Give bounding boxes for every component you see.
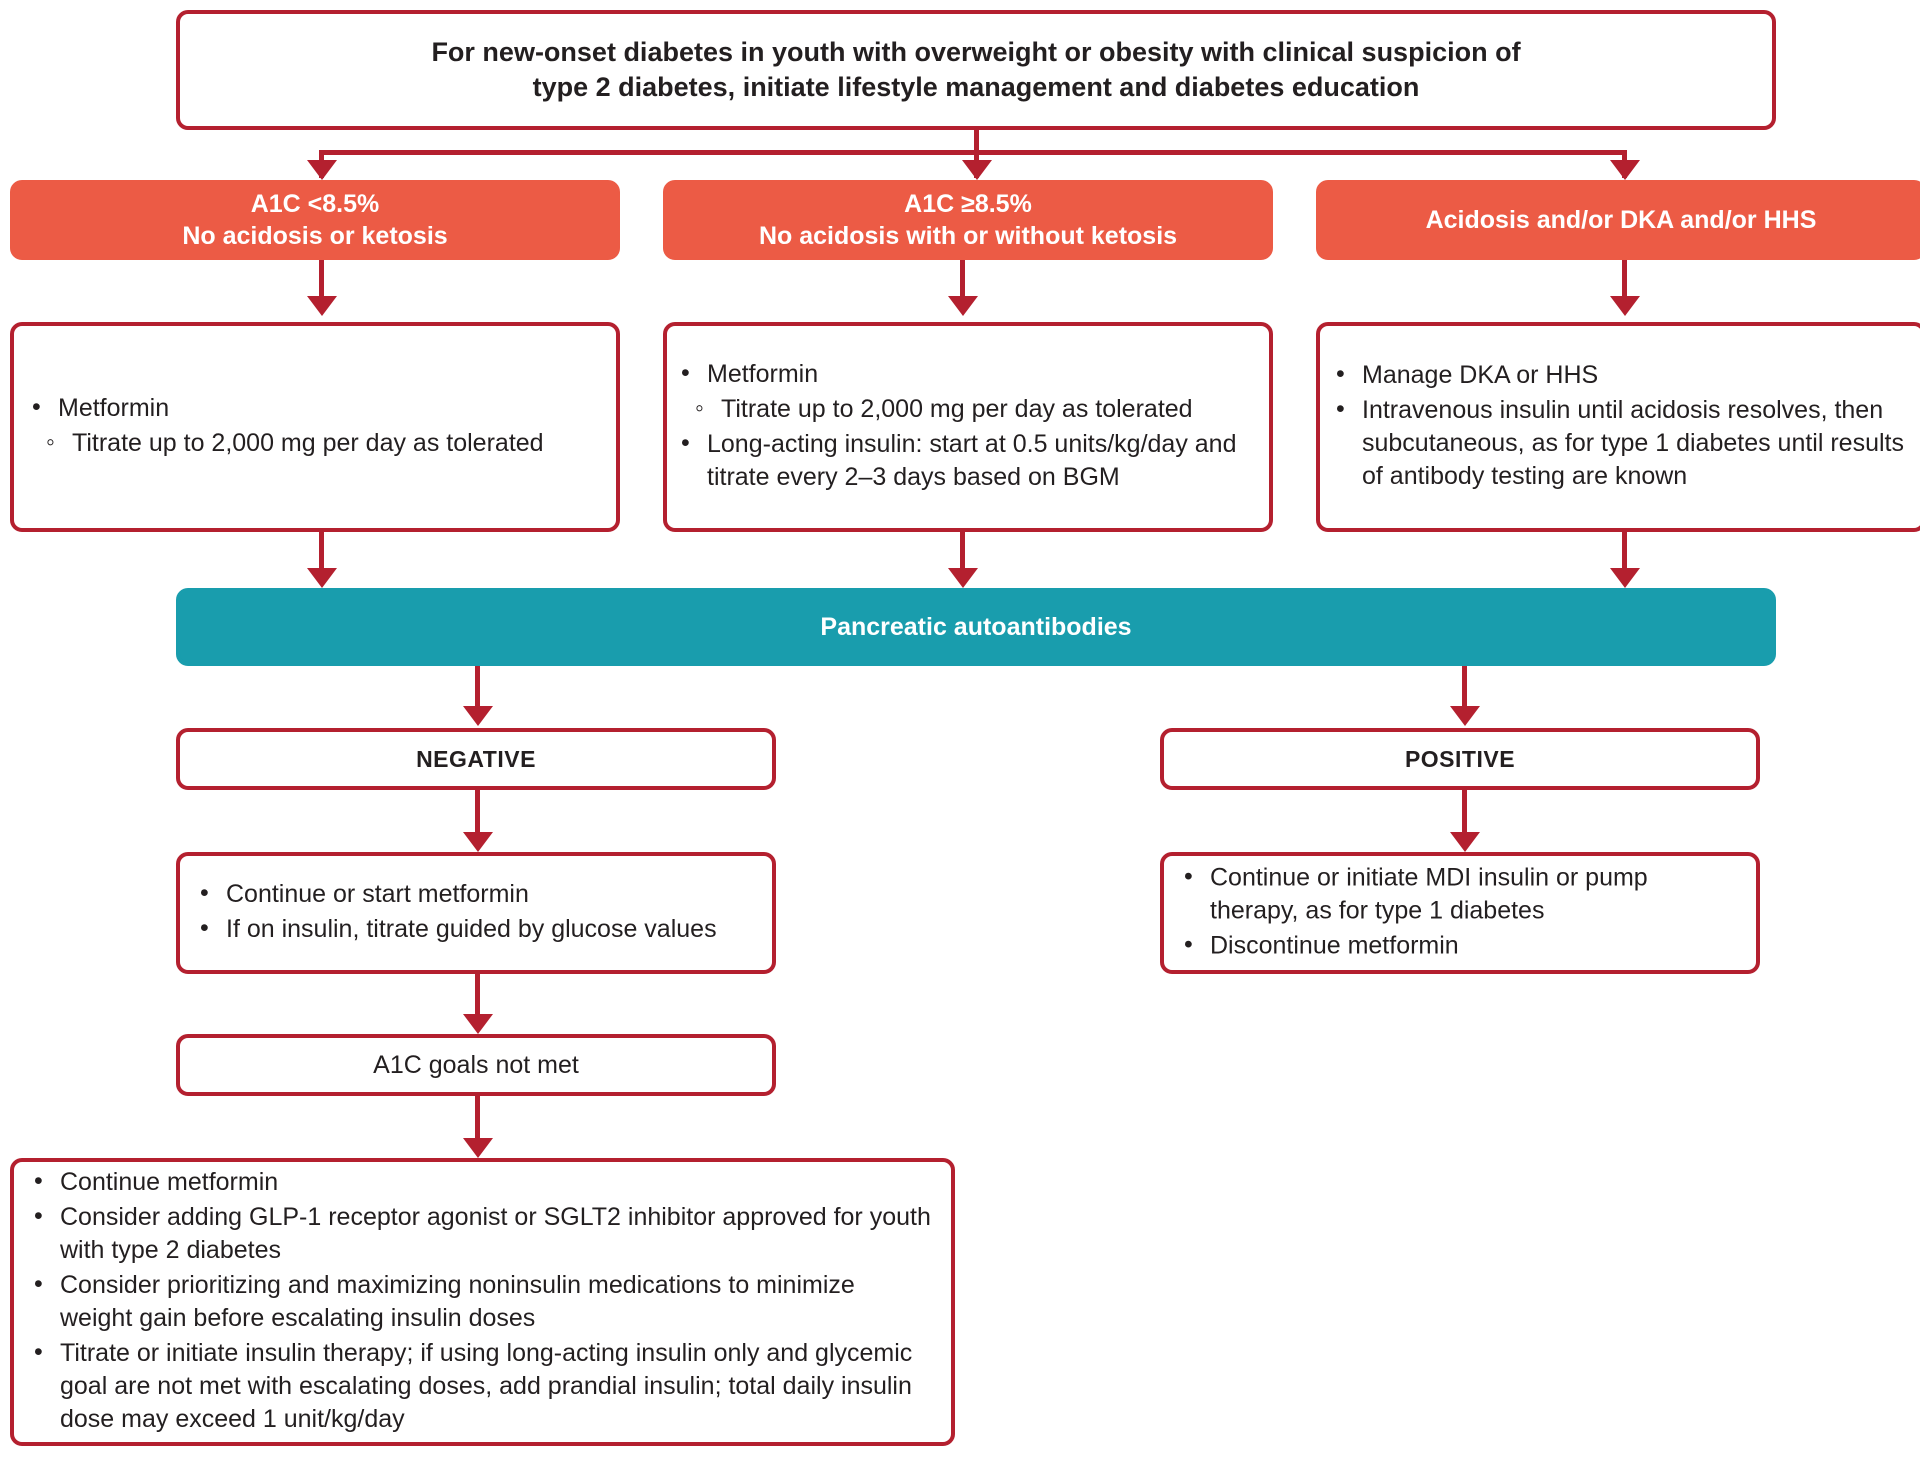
treatment-sublist-2: Titrate up to 2,000 mg per day as tolera… [681,392,1255,426]
result-negative-label: NEGATIVE [416,745,536,772]
connector-action-to-goal [475,974,480,1024]
escalation-box: Continue metformin Consider adding GLP-1… [10,1158,955,1446]
nested-list-holder: Titrate up to 2,000 mg per day as tolera… [46,426,602,460]
branch-header-1-line-1: A1C <8.5% [250,189,380,218]
test-bar-label: Pancreatic autoantibodies [820,612,1132,641]
branch-header-1-line-2: No acidosis or ketosis [182,222,448,250]
treatment-list-1: Metformin Titrate up to 2,000 mg per day… [14,391,616,460]
list-item: Continue or initiate MDI insulin or pump… [1184,861,1742,928]
list-item: Consider adding GLP-1 receptor agonist o… [34,1200,933,1267]
list-item: Continue or start metformin [200,877,758,911]
list-item: Metformin [32,391,602,425]
connector-negative-to-action [475,790,480,842]
treatment-box-3: Manage DKA or HHS Intravenous insulin un… [1316,322,1920,532]
goal-box-label: A1C goals not met [373,1050,579,1079]
list-item: Titrate or initiate insulin therapy; if … [34,1336,933,1436]
branch-header-1-text: A1C <8.5% No acidosis or ketosis [166,188,463,253]
connector-title-stem [974,130,979,152]
list-item: Titrate up to 2,000 mg per day as tolera… [46,426,602,460]
treatment-box-2: Metformin Titrate up to 2,000 mg per day… [663,322,1273,532]
arrowhead-to-branch-3 [1610,160,1640,180]
result-box-positive: POSITIVE [1160,728,1760,790]
branch-header-2: A1C ≥8.5% No acidosis with or without ke… [663,180,1273,260]
action-box-negative-content: Continue or start metformin If on insuli… [180,877,772,948]
title-line-2: type 2 diabetes, initiate lifestyle mana… [532,72,1420,102]
list-item: Continue metformin [34,1165,933,1199]
branch-header-3-text: Acidosis and/or DKA and/or HHS [1410,204,1833,237]
treatment-list-2: Metformin Titrate up to 2,000 mg per day… [667,357,1269,494]
connector-treatment-1-to-test [319,532,324,578]
list-item: Titrate up to 2,000 mg per day as tolera… [695,392,1255,426]
connector-branch-2-to-treatment [960,260,965,306]
arrowhead-positive-to-action [1450,832,1480,852]
list-item: Consider prioritizing and maximizing non… [34,1268,933,1335]
arrowhead-goal-to-escalation [463,1138,493,1158]
arrowhead-test-to-negative [463,706,493,726]
branch-header-2-line-2: No acidosis with or without ketosis [758,222,1178,250]
nested-list-holder: Titrate up to 2,000 mg per day as tolera… [695,392,1255,426]
title-line-1: For new-onset diabetes in youth with ove… [431,37,1521,68]
action-box-negative: Continue or start metformin If on insuli… [176,852,776,974]
escalation-box-content: Continue metformin Consider adding GLP-1… [14,1165,951,1438]
pancreatic-autoantibodies-bar: Pancreatic autoantibodies [176,588,1776,666]
arrowhead-branch-2-to-treatment [948,296,978,316]
action-list-negative: Continue or start metformin If on insuli… [180,877,772,946]
arrowhead-treatment-2-to-test [948,568,978,588]
arrowhead-test-to-positive [1450,706,1480,726]
connector-test-to-negative [475,666,480,714]
connector-title-bus [319,150,1625,155]
treatment-sublist-1: Titrate up to 2,000 mg per day as tolera… [32,426,602,460]
treatment-box-1-content: Metformin Titrate up to 2,000 mg per day… [14,391,616,462]
list-item: Long-acting insulin: start at 0.5 units/… [681,427,1255,494]
action-box-positive: Continue or initiate MDI insulin or pump… [1160,852,1760,974]
connector-positive-to-action [1462,790,1467,842]
list-item: Metformin [681,357,1255,391]
arrowhead-branch-1-to-treatment [307,296,337,316]
list-item: If on insulin, titrate guided by glucose… [200,912,758,946]
arrowhead-treatment-1-to-test [307,568,337,588]
list-item: Discontinue metformin [1184,929,1742,963]
result-box-negative: NEGATIVE [176,728,776,790]
connector-goal-to-escalation [475,1096,480,1148]
action-box-positive-content: Continue or initiate MDI insulin or pump… [1164,861,1756,965]
arrowhead-action-to-goal [463,1014,493,1034]
arrowhead-to-branch-2 [962,160,992,180]
goal-box: A1C goals not met [176,1034,776,1096]
branch-header-3-line-1: Acidosis and/or DKA and/or HHS [1425,205,1817,234]
escalation-list: Continue metformin Consider adding GLP-1… [14,1165,951,1436]
connector-treatment-3-to-test [1622,532,1627,578]
connector-branch-3-to-treatment [1622,260,1627,306]
title-box: For new-onset diabetes in youth with ove… [176,10,1776,130]
connector-test-to-positive [1462,666,1467,714]
treatment-box-2-content: Metformin Titrate up to 2,000 mg per day… [667,357,1269,496]
action-list-positive: Continue or initiate MDI insulin or pump… [1164,861,1756,963]
branch-header-2-text: A1C ≥8.5% No acidosis with or without ke… [743,188,1193,253]
treatment-box-3-content: Manage DKA or HHS Intravenous insulin un… [1320,358,1920,495]
branch-header-3: Acidosis and/or DKA and/or HHS [1316,180,1920,260]
title-box-text: For new-onset diabetes in youth with ove… [405,35,1546,104]
branch-header-1: A1C <8.5% No acidosis or ketosis [10,180,620,260]
connector-treatment-2-to-test [960,532,965,578]
result-positive-label: POSITIVE [1404,745,1516,772]
arrowhead-treatment-3-to-test [1610,568,1640,588]
treatment-list-3: Manage DKA or HHS Intravenous insulin un… [1320,358,1920,493]
treatment-box-1: Metformin Titrate up to 2,000 mg per day… [10,322,620,532]
connector-branch-1-to-treatment [319,260,324,306]
branch-header-2-line-1: A1C ≥8.5% [904,189,1032,218]
arrowhead-branch-3-to-treatment [1610,296,1640,316]
arrowhead-to-branch-1 [307,160,337,180]
list-item: Manage DKA or HHS [1336,358,1912,392]
arrowhead-negative-to-action [463,832,493,852]
list-item: Intravenous insulin until acidosis resol… [1336,393,1912,493]
